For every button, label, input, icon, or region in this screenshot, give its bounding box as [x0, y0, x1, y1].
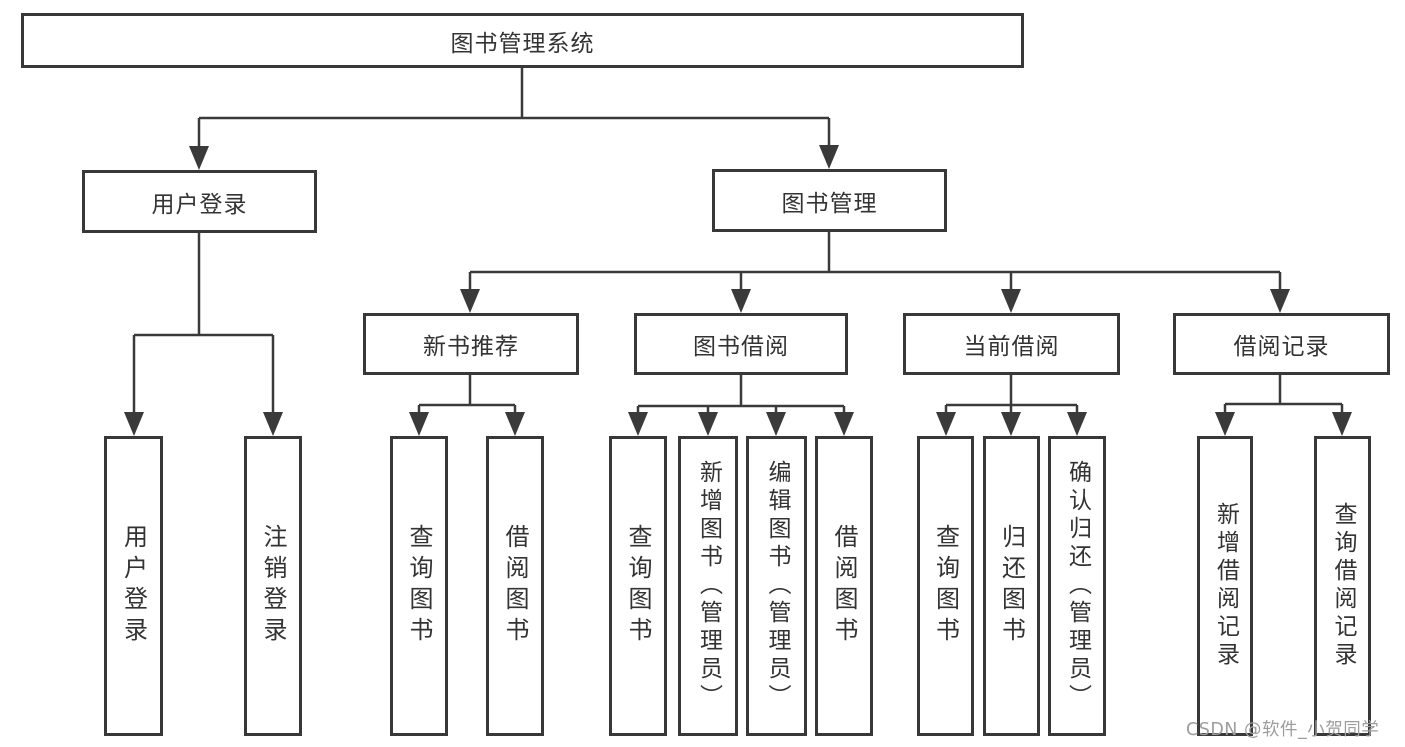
node-current-borrowing: 当前借阅	[903, 313, 1120, 375]
node-book-management: 图书管理	[712, 169, 947, 232]
leaf-confirm-return-admin: 确认归还（管理员）	[1048, 436, 1106, 736]
leaf-add-borrow-record: 新增借阅记录	[1197, 436, 1253, 736]
node-label: 查询图书	[931, 524, 960, 648]
node-library-management-system: 图书管理系统	[21, 13, 1024, 68]
csdn-watermark: CSDN @软件_小贺同学	[1186, 720, 1380, 740]
leaf-query-books-recommendation: 查询图书	[390, 436, 448, 736]
node-label: 新增借阅记录	[1212, 502, 1239, 670]
node-label: 借阅图书	[830, 524, 858, 648]
node-book-borrowing: 图书借阅	[634, 313, 848, 375]
leaf-query-books-borrowing: 查询图书	[609, 436, 667, 736]
node-new-book-recommendation: 新书推荐	[363, 313, 579, 375]
node-label: 图书管理系统	[450, 30, 595, 57]
node-label: 图书借阅	[693, 334, 789, 360]
node-label: 确认归还（管理员）	[1064, 460, 1091, 712]
node-label: 归还图书	[997, 524, 1026, 648]
leaf-logout: 注销登录	[244, 436, 302, 736]
node-user-login: 用户登录	[82, 170, 317, 233]
leaf-borrow-books: 借阅图书	[815, 436, 873, 736]
node-label: 用户登录	[119, 524, 148, 648]
node-label: 用户登录	[151, 191, 248, 218]
node-borrowing-records: 借阅记录	[1173, 313, 1390, 375]
arrowheads	[124, 145, 1352, 436]
node-label: 借阅图书	[501, 524, 529, 648]
node-label: 注销登录	[259, 524, 287, 648]
leaf-add-books-admin: 新增图书（管理员）	[678, 436, 738, 736]
node-label: 当前借阅	[963, 334, 1060, 360]
leaf-user-login: 用户登录	[104, 436, 163, 736]
node-label: 新书推荐	[423, 334, 519, 360]
leaf-borrow-books-recommendation: 借阅图书	[486, 436, 544, 736]
node-label: 查询借阅记录	[1330, 502, 1356, 670]
leaf-query-books-current: 查询图书	[917, 436, 974, 736]
leaf-edit-books-admin: 编辑图书（管理员）	[746, 436, 807, 736]
node-label: 编辑图书（管理员）	[764, 460, 790, 712]
node-label: 新增图书（管理员）	[695, 460, 722, 712]
node-label: 查询图书	[405, 524, 433, 648]
node-label: 图书管理	[781, 190, 878, 217]
leaf-query-borrow-record: 查询借阅记录	[1314, 436, 1371, 736]
node-label: 查询图书	[624, 524, 652, 648]
leaf-return-books: 归还图书	[983, 436, 1040, 736]
node-label: 借阅记录	[1233, 334, 1330, 360]
